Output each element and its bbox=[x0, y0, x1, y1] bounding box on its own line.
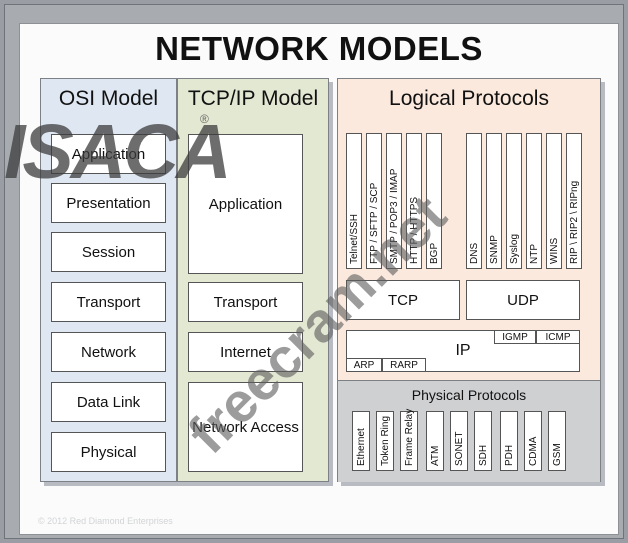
icmp-box: ICMP bbox=[536, 330, 580, 344]
diagram-title: NETWORK MODELS bbox=[155, 30, 483, 67]
tcpip-layer-application: Application bbox=[188, 134, 303, 274]
tcp-app-ftp: FTP / SFTP / SCP bbox=[366, 133, 382, 269]
tcpip-layer-internet: Internet bbox=[188, 332, 303, 372]
tcpip-column: TCP/IP Model Application Transport Inter… bbox=[177, 78, 329, 482]
udp-app-dns: DNS bbox=[466, 133, 482, 269]
osi-layer-session: Session bbox=[51, 232, 166, 272]
outer-frame: NETWORK MODELS OSI Model Application Pre… bbox=[4, 4, 624, 539]
tcpip-layer-network-access: Network Access bbox=[188, 382, 303, 472]
osi-column: OSI Model Application Presentation Sessi… bbox=[40, 78, 177, 482]
phys-sonet: SONET bbox=[450, 411, 468, 471]
udp-app-syslog: Syslog bbox=[506, 133, 522, 269]
arp-box: ARP bbox=[346, 358, 382, 372]
igmp-box: IGMP bbox=[494, 330, 536, 344]
tcp-app-http: HTTP / HTTPS bbox=[406, 133, 422, 269]
phys-atm: ATM bbox=[426, 411, 444, 471]
rarp-box: RARP bbox=[382, 358, 426, 372]
diagram-card: NETWORK MODELS OSI Model Application Pre… bbox=[19, 23, 619, 535]
copyright-footer: © 2012 Red Diamond Enterprises bbox=[38, 516, 173, 526]
osi-heading: OSI Model bbox=[58, 87, 159, 110]
tcp-box: TCP bbox=[346, 280, 460, 320]
tcp-app-smtp: SMTP / POP3 / IMAP bbox=[386, 133, 402, 269]
phys-gsm: GSM bbox=[548, 411, 566, 471]
osi-layer-physical: Physical bbox=[51, 432, 166, 472]
phys-ethernet: Ethernet bbox=[352, 411, 370, 471]
udp-box: UDP bbox=[466, 280, 580, 320]
osi-layer-network: Network bbox=[51, 332, 166, 372]
phys-pdh: PDH bbox=[500, 411, 518, 471]
phys-cdma: CDMA bbox=[524, 411, 542, 471]
osi-layer-data-link: Data Link bbox=[51, 382, 166, 422]
osi-layer-application: Application bbox=[51, 134, 166, 174]
logical-heading: Logical Protocols bbox=[389, 87, 549, 110]
tcp-app-telnet-ssh: Telnet/SSH bbox=[346, 133, 362, 269]
tcp-app-bgp: BGP bbox=[426, 133, 442, 269]
udp-app-snmp: SNMP bbox=[486, 133, 502, 269]
logical-column: Logical Protocols Telnet/SSH FTP / SFTP … bbox=[337, 78, 601, 482]
tcpip-heading: TCP/IP Model bbox=[187, 87, 319, 110]
phys-sdh: SDH bbox=[474, 411, 492, 471]
udp-app-wins: WINS bbox=[546, 133, 562, 269]
physical-panel: Physical Protocols Ethernet Token Ring F… bbox=[338, 380, 600, 482]
udp-app-rip: RIP \ RIP2 \ RIPng bbox=[566, 133, 582, 269]
physical-heading: Physical Protocols bbox=[411, 387, 527, 403]
osi-layer-transport: Transport bbox=[51, 282, 166, 322]
tcpip-layer-transport: Transport bbox=[188, 282, 303, 322]
osi-layer-presentation: Presentation bbox=[51, 183, 166, 223]
phys-token-ring: Token Ring bbox=[376, 411, 394, 471]
phys-frame-relay: Frame Relay bbox=[400, 409, 418, 471]
udp-app-ntp: NTP bbox=[526, 133, 542, 269]
